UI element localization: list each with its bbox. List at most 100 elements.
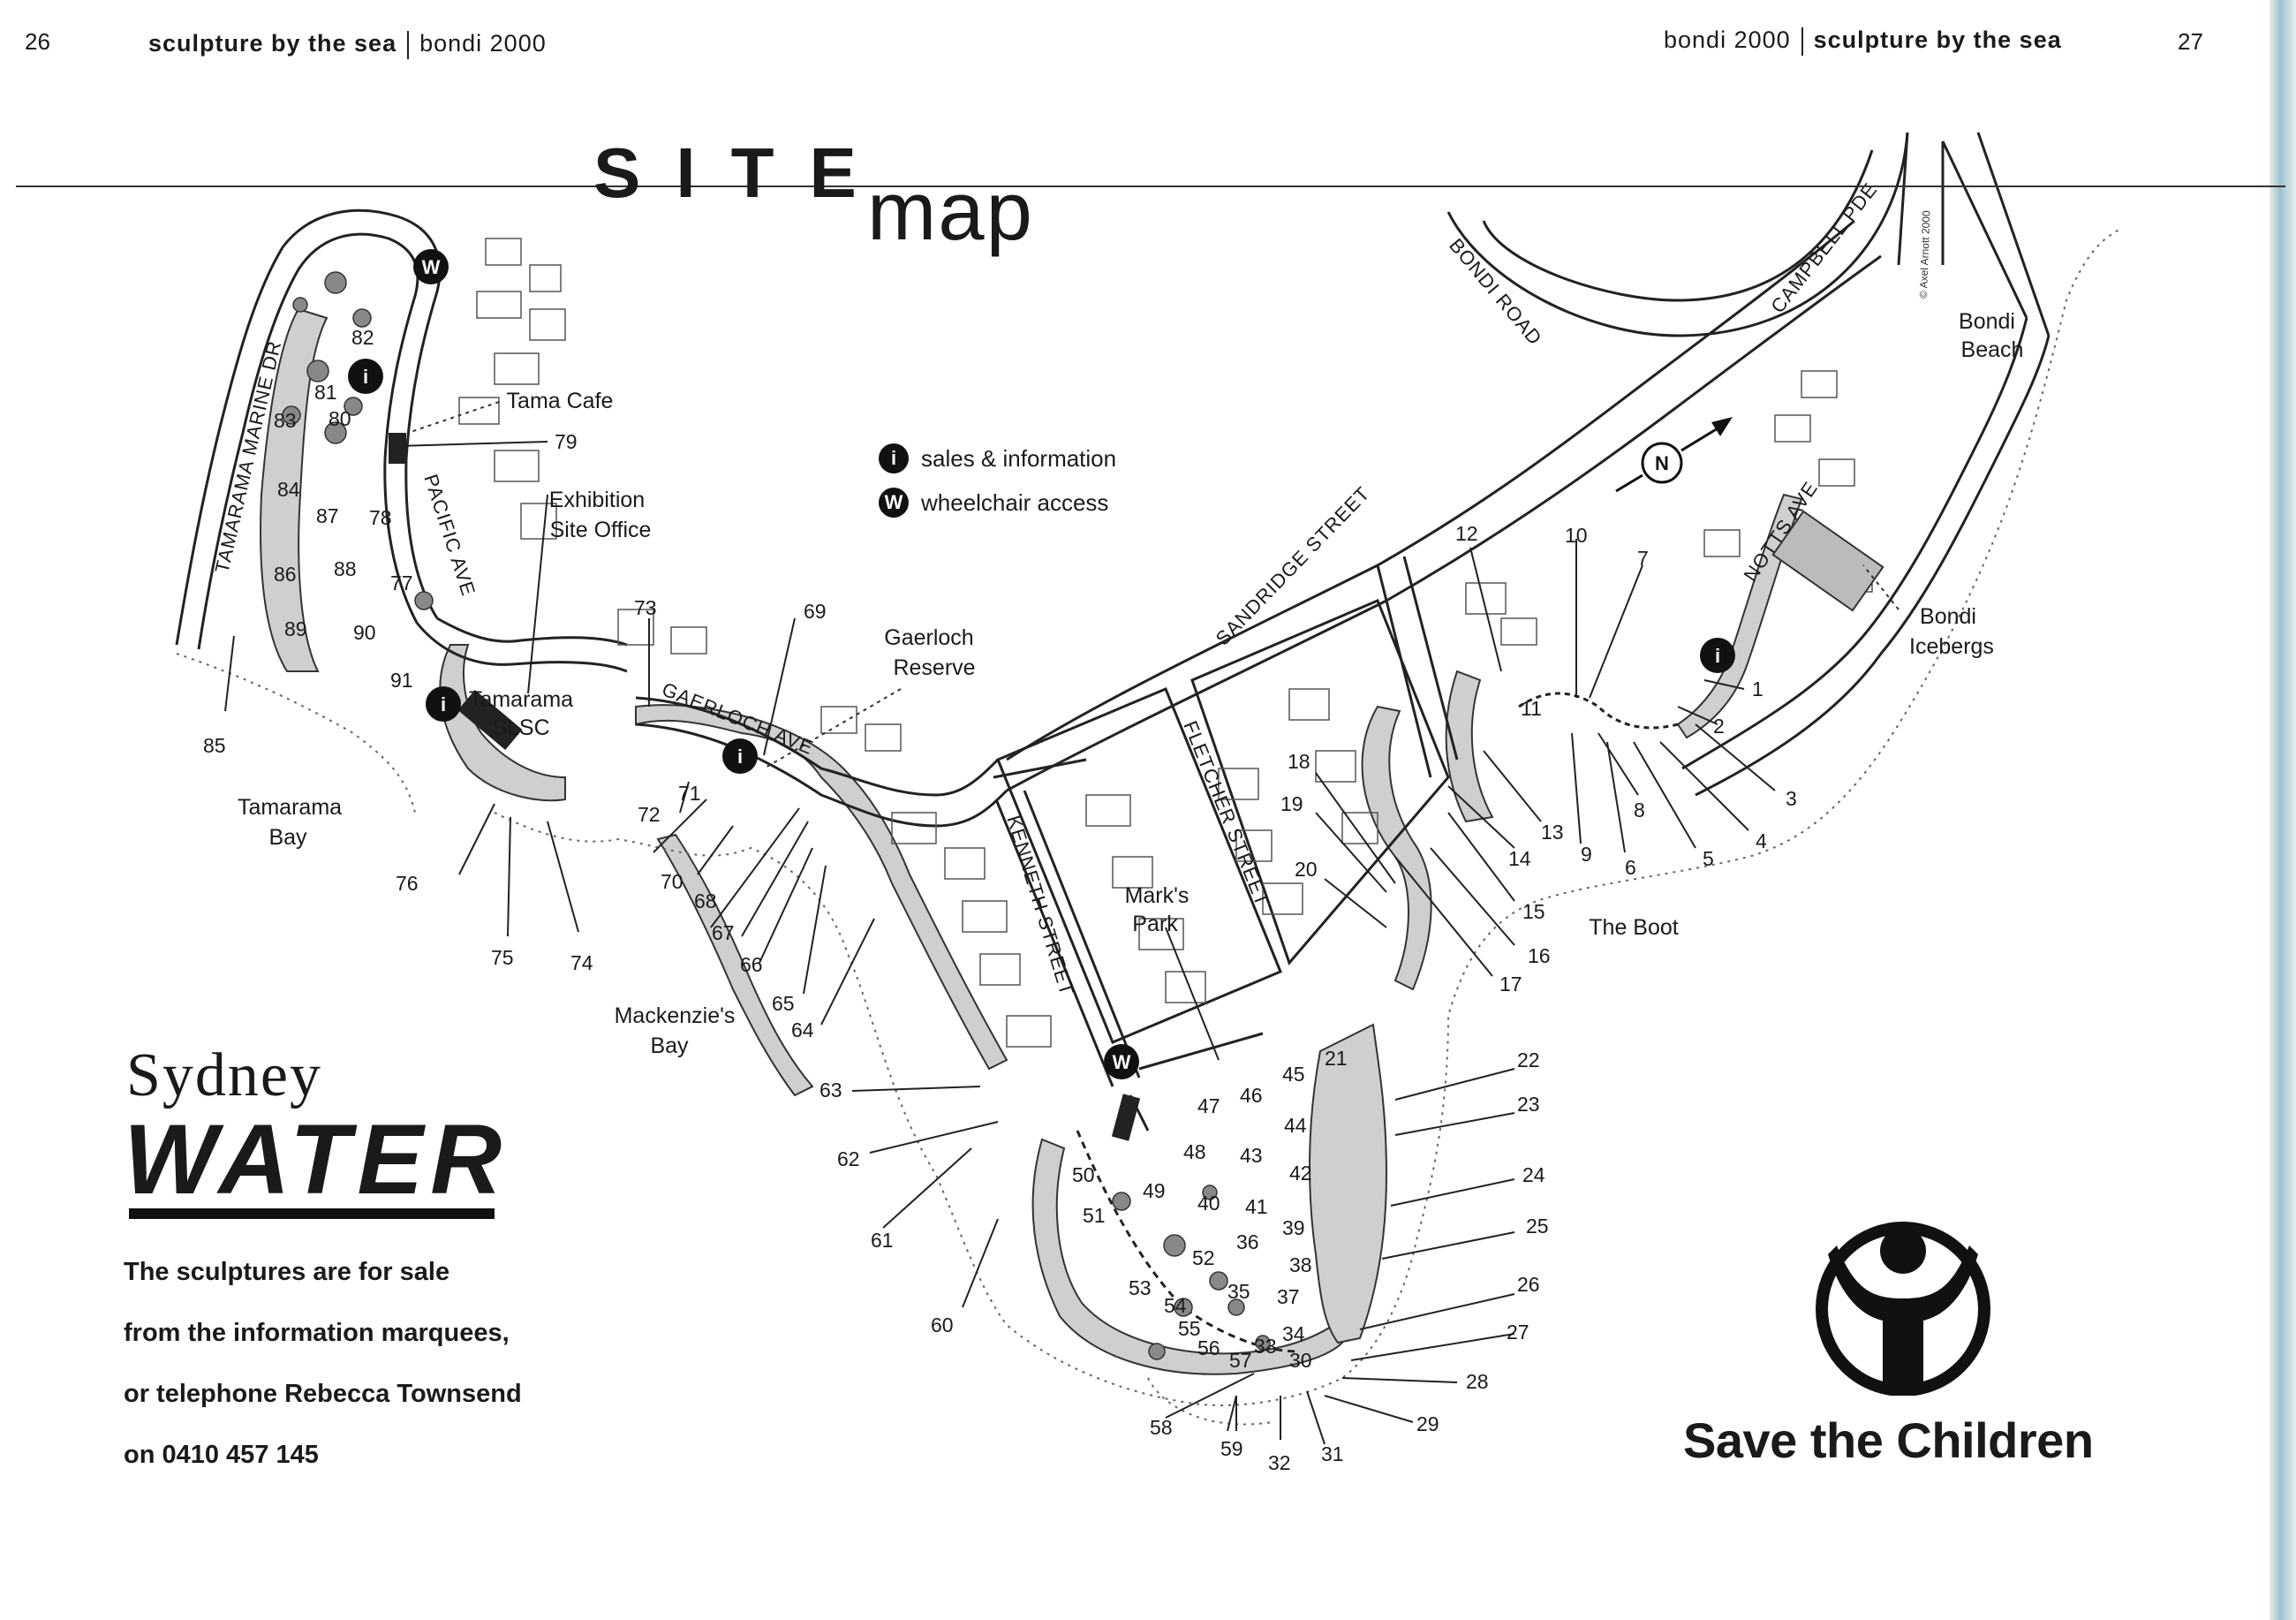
save-the-children-logo-text: Save the Children xyxy=(1683,1412,2094,1468)
label-exhibition: Exhibition xyxy=(549,488,645,512)
wheelchair-icon: W xyxy=(1104,1044,1139,1079)
sculpture-52: 52 xyxy=(1192,1246,1215,1269)
sculpture-39: 39 xyxy=(1282,1216,1305,1239)
map-symbols: W W i i i i N © Axel Arnott 2000 xyxy=(348,210,1932,1079)
slsc-building xyxy=(457,690,523,750)
sculpture-38: 38 xyxy=(1289,1253,1312,1276)
info-icon: i xyxy=(1700,638,1735,673)
sculpture-5: 5 xyxy=(1703,847,1714,870)
header-separator xyxy=(407,30,410,59)
sculpture-85: 85 xyxy=(203,734,226,757)
sculpture-68: 68 xyxy=(694,889,717,912)
header-separator xyxy=(1801,26,1803,56)
sculpture-26: 26 xyxy=(1517,1273,1540,1296)
label-bondi-beach-1: Bondi xyxy=(1959,309,2015,334)
sculpture-61: 61 xyxy=(871,1229,894,1252)
sculpture-83: 83 xyxy=(274,409,297,432)
sculpture-70: 70 xyxy=(661,870,684,893)
sculpture-34: 34 xyxy=(1282,1322,1305,1345)
info-icon: i xyxy=(722,738,758,774)
svg-text:W: W xyxy=(422,256,441,278)
legend-wheelchair: W wheelchair access xyxy=(879,488,1108,518)
sculpture-22: 22 xyxy=(1517,1048,1540,1071)
street-fletcher: FLETCHER STREET xyxy=(1179,718,1273,910)
sculpture-23: 23 xyxy=(1517,1093,1540,1116)
sculpture-69: 69 xyxy=(804,600,827,623)
sculpture-40: 40 xyxy=(1197,1192,1220,1215)
sculpture-54: 54 xyxy=(1164,1294,1187,1317)
sculpture-20: 20 xyxy=(1295,858,1318,881)
label-bondi-icebergs-1: Bondi xyxy=(1920,604,1976,629)
svg-text:i: i xyxy=(737,746,743,768)
svg-text:i: i xyxy=(441,693,446,715)
sydney-water-logo-sydney: Sydney xyxy=(126,1041,322,1109)
svg-text:W: W xyxy=(1113,1051,1131,1073)
coastal-shading xyxy=(260,307,1803,1375)
info-icon: i xyxy=(426,686,461,722)
sculpture-16: 16 xyxy=(1528,944,1551,967)
sculpture-41: 41 xyxy=(1245,1195,1268,1218)
sculpture-80: 80 xyxy=(329,407,351,430)
sculpture-13: 13 xyxy=(1541,821,1564,844)
label-mackenzies-2: Bay xyxy=(650,1033,689,1058)
place-labels: Tama Cafe Exhibition Site Office Tamaram… xyxy=(238,309,2023,1058)
info-icon: i xyxy=(348,359,383,394)
svg-text:N: N xyxy=(1655,452,1669,474)
label-the-boot: The Boot xyxy=(1589,915,1679,940)
sculpture-21: 21 xyxy=(1325,1047,1348,1070)
sculpture-44: 44 xyxy=(1284,1114,1307,1137)
sculpture-78: 78 xyxy=(369,506,392,529)
sculpture-91: 91 xyxy=(390,669,413,692)
compass-icon: N xyxy=(1615,417,1733,493)
sculpture-57: 57 xyxy=(1229,1349,1252,1372)
sculpture-76: 76 xyxy=(396,872,419,895)
sculpture-10: 10 xyxy=(1565,524,1588,547)
sale-line-2: from the information marquees, xyxy=(124,1319,510,1347)
sculpture-25: 25 xyxy=(1526,1215,1549,1238)
info-icon: i xyxy=(879,443,909,473)
sculpture-89: 89 xyxy=(284,617,307,640)
sculpture-3: 3 xyxy=(1786,787,1797,810)
sculpture-55: 55 xyxy=(1178,1317,1201,1340)
sculpture-45: 45 xyxy=(1282,1063,1305,1086)
sculpture-42: 42 xyxy=(1289,1162,1312,1185)
dotted-coast-outline xyxy=(176,229,2120,1426)
label-marks-2: Park xyxy=(1132,912,1178,936)
street-pacific: PACIFIC AVE xyxy=(419,472,480,599)
label-bondi-icebergs-2: Icebergs xyxy=(1909,634,1994,659)
sculpture-64: 64 xyxy=(791,1018,814,1041)
sculpture-7: 7 xyxy=(1637,547,1649,570)
sculpture-56: 56 xyxy=(1197,1336,1220,1359)
sculpture-77: 77 xyxy=(390,572,413,594)
sculpture-11: 11 xyxy=(1521,697,1542,720)
sculpture-51: 51 xyxy=(1083,1204,1106,1227)
label-site-office: Site Office xyxy=(550,518,652,542)
sculpture-65: 65 xyxy=(772,992,795,1015)
toilet-block xyxy=(1111,1094,1141,1141)
right-page-number: 27 xyxy=(2178,28,2203,55)
sculpture-63: 63 xyxy=(819,1079,842,1101)
sculpture-1: 1 xyxy=(1752,678,1764,700)
sculpture-18: 18 xyxy=(1288,750,1310,773)
sydney-water-logo-water: WATER xyxy=(124,1104,510,1215)
sculpture-numbers: 1 2 3 4 5 6 7 8 9 10 11 12 13 14 15 16 1… xyxy=(203,326,1797,1474)
sculpture-87: 87 xyxy=(316,504,339,527)
label-gaerloch-1: Gaerloch xyxy=(884,625,973,650)
sculpture-49: 49 xyxy=(1143,1179,1166,1202)
sculpture-74: 74 xyxy=(570,951,593,974)
street-bondi-road: BONDI ROAD xyxy=(1445,234,1546,349)
right-header-regular: bondi 2000 xyxy=(1664,26,1791,53)
leader-lines xyxy=(224,441,1776,1445)
sculpture-75: 75 xyxy=(491,946,514,969)
sculpture-12: 12 xyxy=(1455,522,1478,545)
left-header-bold: sculpture by the sea xyxy=(148,30,397,57)
sculpture-43: 43 xyxy=(1240,1144,1263,1167)
sculpture-14: 14 xyxy=(1508,847,1531,870)
page-title-map: map xyxy=(867,164,1034,257)
label-tamarama-bay-1: Tamarama xyxy=(238,795,342,820)
dotted-leaders xyxy=(407,401,1899,769)
label-bondi-beach-2: Beach xyxy=(1961,337,2024,362)
sculpture-73: 73 xyxy=(634,596,657,619)
